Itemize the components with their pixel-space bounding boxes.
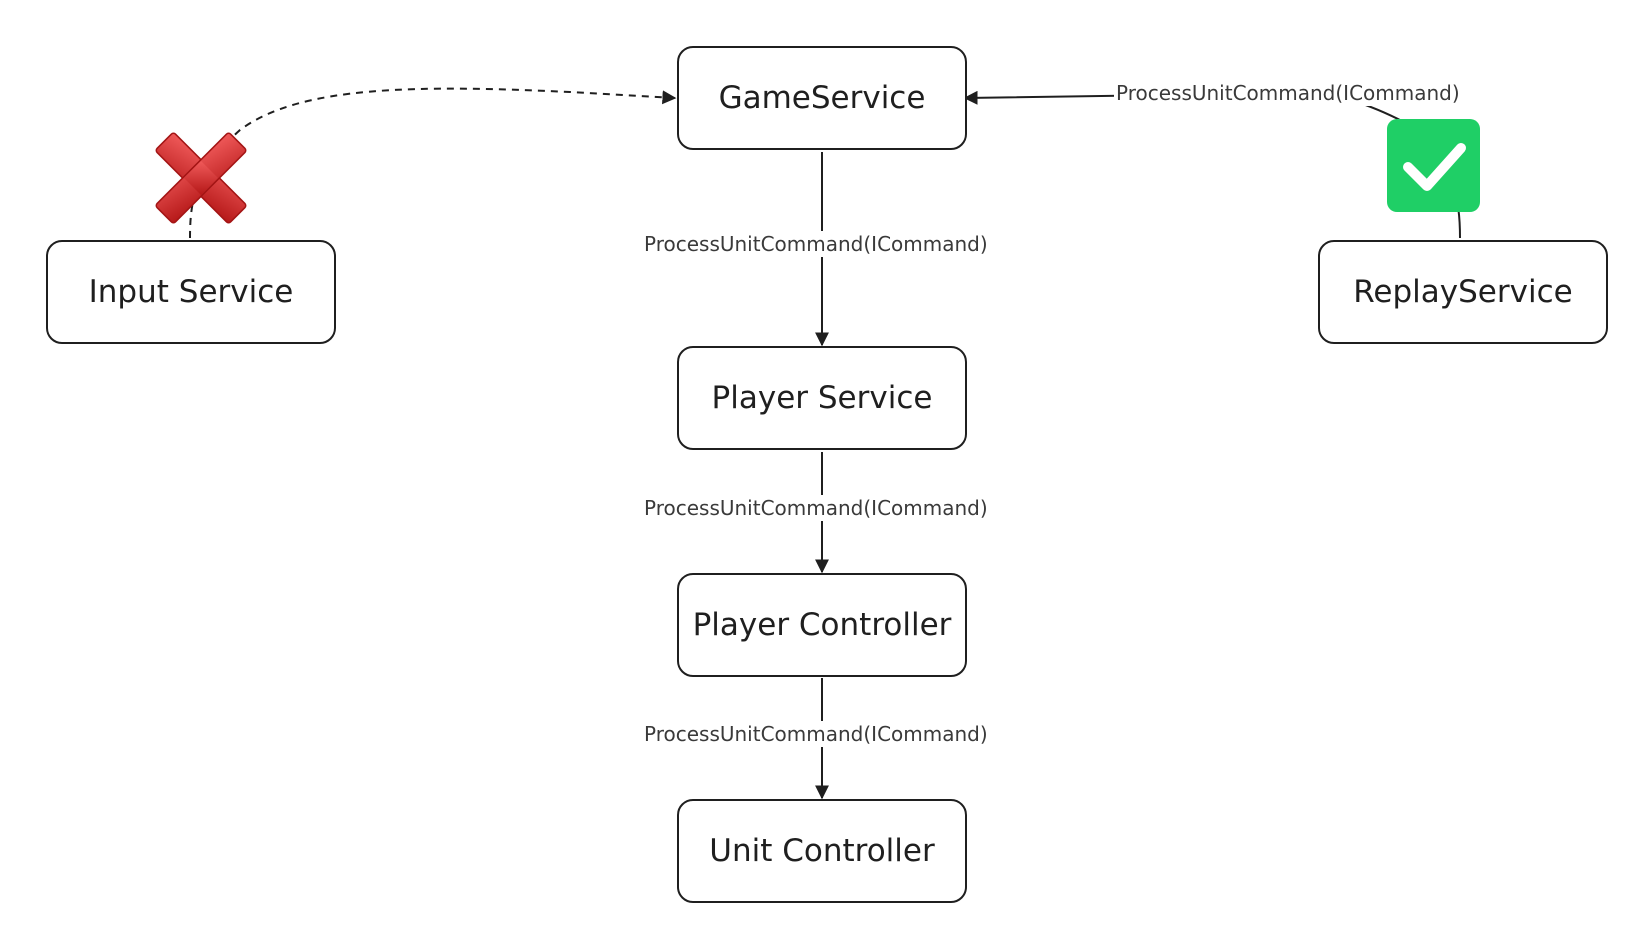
- node-replay-service-label: ReplayService: [1353, 274, 1573, 310]
- edge-replay-to-game: [963, 90, 1461, 239]
- node-input-service[interactable]: Input Service: [46, 240, 336, 344]
- edge-label-controller-to-unit: ProcessUnitCommand(ICommand): [642, 721, 990, 747]
- node-unit-controller[interactable]: Unit Controller: [677, 799, 967, 903]
- node-player-service[interactable]: Player Service: [677, 346, 967, 450]
- edge-input-to-game: [189, 87, 677, 239]
- node-player-controller[interactable]: Player Controller: [677, 573, 967, 677]
- node-player-service-label: Player Service: [711, 380, 933, 416]
- green-check-icon: [1387, 119, 1480, 212]
- red-x-icon: [155, 132, 247, 224]
- node-game-service-label: GameService: [718, 80, 926, 116]
- edge-label-player-service-to-controller: ProcessUnitCommand(ICommand): [642, 495, 990, 521]
- node-game-service[interactable]: GameService: [677, 46, 967, 150]
- node-player-controller-label: Player Controller: [692, 607, 952, 643]
- node-unit-controller-label: Unit Controller: [709, 833, 935, 869]
- node-input-service-label: Input Service: [88, 274, 294, 310]
- edge-label-game-to-player-service: ProcessUnitCommand(ICommand): [642, 231, 990, 257]
- edge-label-replay-to-game: ProcessUnitCommand(ICommand): [1114, 80, 1462, 106]
- node-replay-service[interactable]: ReplayService: [1318, 240, 1608, 344]
